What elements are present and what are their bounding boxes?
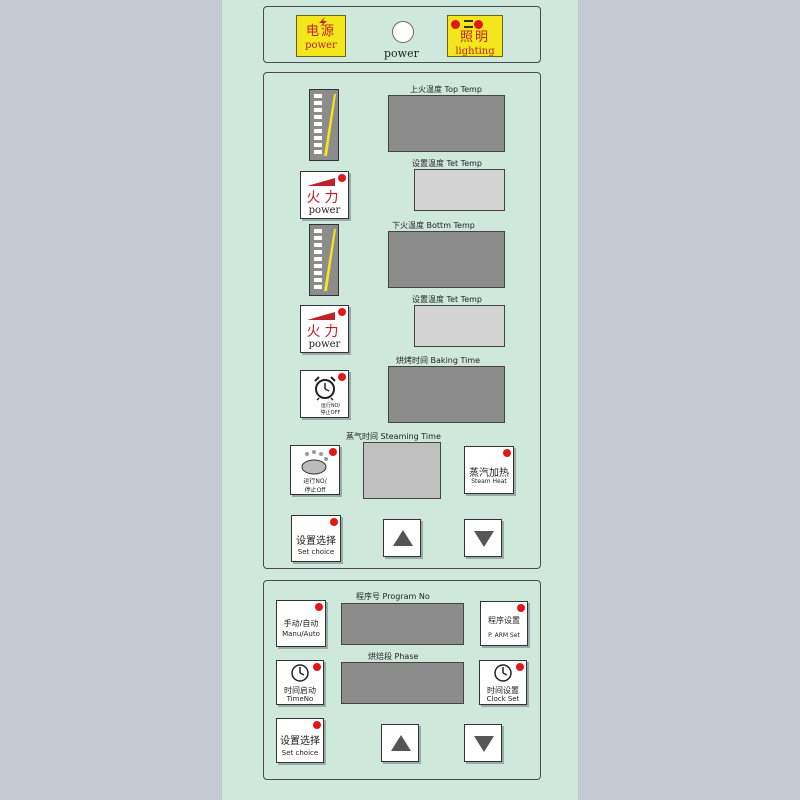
baking-timer-stop-label: 停止OFF [320, 410, 341, 416]
bottom-fire-power-label-en: power [308, 339, 341, 350]
steam-icon [301, 450, 328, 475]
time-start-led [313, 663, 321, 671]
baking-time-label: 烘烤时间 Baking Time [396, 356, 481, 365]
top-fire-power-led [338, 174, 346, 182]
top-temp-display [388, 95, 505, 152]
clock-set-label-en: Clock Set [486, 695, 520, 703]
top-set-temp-display [414, 169, 505, 211]
clock-icon [291, 664, 309, 682]
steaming-time-label: 蒸气时间 Steaming Time [346, 432, 441, 441]
up-arrow-button[interactable] [383, 519, 421, 557]
bottom-section: 程序号 Program No 手动/自动 Manu/Auto 程序设置 P. A… [263, 580, 541, 780]
steam-heat-led [503, 449, 511, 457]
down-arrow-icon [474, 531, 494, 547]
steam-heat-label-cn: 蒸汽加热 [469, 468, 509, 479]
set-choice-button[interactable]: 设置选择 Set choice [291, 515, 341, 562]
clock-set-label-cn: 时间设置 [487, 686, 519, 695]
control-panel: 电源 power power 照明 lighting [222, 0, 578, 800]
top-fire-power-label-en: power [308, 205, 341, 216]
down-arrow-icon [474, 736, 494, 752]
bottom-set-choice-label-en: Set choice [281, 749, 319, 757]
clock-set-button[interactable]: 时间设置 Clock Set [479, 660, 527, 705]
steam-stop-label: 停止Off [304, 487, 326, 494]
phase-label: 烘焙段 Phase [368, 652, 419, 661]
set-choice-led [330, 518, 338, 526]
bottom-fire-power-button[interactable]: 火力 power [300, 305, 349, 353]
bottom-set-temp-display [414, 305, 505, 347]
baking-time-display [388, 366, 505, 423]
lighting-button-label-cn: 照明 [459, 30, 490, 45]
manu-auto-led [315, 603, 323, 611]
bottom-down-arrow-button[interactable] [464, 724, 502, 762]
power-button-label-en: power [305, 40, 337, 51]
baking-timer-run-label: 运行NO/ [320, 403, 341, 409]
set-temp-label-2: 设置温度 Tet Temp [412, 295, 482, 304]
steam-heat-button[interactable]: 蒸汽加热 Steam Heat [464, 446, 514, 494]
program-set-label-en: P. ARM Set [488, 632, 520, 639]
middle-section: 上火温度 Top Temp 火力 power 设置温度 Tet Temp [263, 72, 541, 569]
program-no-display [341, 603, 464, 645]
set-temp-label-1: 设置温度 Tet Temp [412, 159, 482, 168]
phase-display [341, 662, 464, 704]
time-start-label-cn: 时间启动 [284, 686, 316, 695]
bar-gauge-icon [314, 229, 336, 291]
up-arrow-icon [391, 735, 411, 751]
steam-heat-label-en: Steam Heat [471, 478, 507, 485]
bottom-temp-label: 下火温度 Bottm Temp [392, 221, 475, 230]
alarm-clock-icon [314, 376, 336, 401]
up-arrow-icon [393, 530, 413, 546]
steaming-time-display [363, 442, 441, 499]
baking-timer-led [338, 373, 346, 381]
power-button-label-cn: 电源 [305, 24, 336, 39]
power-level-icon [307, 312, 335, 320]
top-section: 电源 power power 照明 lighting [263, 6, 541, 63]
bottom-set-choice-label-cn: 设置选择 [280, 736, 320, 747]
manu-auto-label-cn: 手动/自动 [283, 619, 319, 628]
bottom-fire-power-label-cn: 火力 [306, 324, 343, 340]
steam-toggle-led [329, 448, 337, 456]
clock-set-led [516, 663, 524, 671]
top-temp-label: 上火温度 Top Temp [410, 85, 482, 94]
lighting-led-icon [451, 20, 460, 29]
program-set-led [517, 604, 525, 612]
bottom-fire-power-led [338, 308, 346, 316]
set-choice-label-cn: 设置选择 [296, 536, 336, 547]
power-indicator-light [392, 21, 414, 43]
clock-icon [494, 664, 512, 682]
lamp-icon [464, 20, 473, 28]
steam-toggle-button[interactable]: 运行NO/ 停止Off [290, 445, 340, 495]
program-no-label: 程序号 Program No [356, 592, 430, 601]
manu-auto-label-en: Manu/Auto [282, 630, 320, 638]
time-start-button[interactable]: 时间启动 TimeNo [276, 660, 324, 705]
program-set-label-cn: 程序设置 [488, 616, 520, 625]
bottom-set-choice-led [313, 721, 321, 729]
baking-timer-button[interactable]: 运行NO/ 停止OFF [300, 370, 349, 418]
lightning-icon [319, 17, 327, 27]
set-choice-label-en: Set choice [297, 548, 335, 556]
power-button[interactable]: 电源 power [296, 15, 346, 57]
time-start-label-en: TimeNo [286, 695, 314, 703]
down-arrow-button[interactable] [464, 519, 502, 557]
lighting-button[interactable]: 照明 lighting [447, 15, 503, 57]
steam-run-label: 运行NO/ [303, 478, 327, 485]
bottom-temp-bar-gauge [309, 224, 339, 296]
lighting-led-icon-2 [474, 20, 483, 29]
bar-gauge-icon [314, 94, 336, 156]
top-fire-power-button[interactable]: 火力 power [300, 171, 349, 219]
power-indicator-label: power [384, 47, 419, 60]
top-temp-bar-gauge [309, 89, 339, 161]
top-fire-power-label-cn: 火力 [306, 190, 343, 206]
bottom-set-choice-button[interactable]: 设置选择 Set choice [276, 718, 324, 763]
program-set-button[interactable]: 程序设置 P. ARM Set [480, 601, 528, 646]
bottom-up-arrow-button[interactable] [381, 724, 419, 762]
power-level-icon [307, 178, 335, 186]
bottom-temp-display [388, 231, 505, 288]
lighting-button-label-en: lighting [455, 46, 495, 57]
manu-auto-button[interactable]: 手动/自动 Manu/Auto [276, 600, 326, 647]
